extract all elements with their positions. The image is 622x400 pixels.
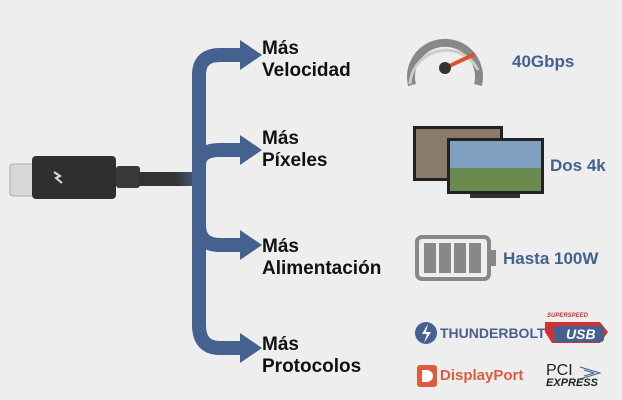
label-line2: Velocidad <box>262 60 351 81</box>
displayport-logo-icon <box>417 365 437 387</box>
usb-logo-icon <box>545 322 608 343</box>
thunderbolt-logo-icon <box>415 322 437 344</box>
label-line2: Alimentación <box>262 258 382 279</box>
pci-logo: PCI <box>546 362 573 379</box>
label-line1: Más <box>262 128 299 149</box>
arrow-heads <box>240 40 262 363</box>
label-line1: Más <box>262 38 299 59</box>
label-line1: Más <box>262 334 299 355</box>
pci-express-logo: EXPRESS <box>546 377 598 389</box>
speed-value: 40Gbps <box>512 52 575 71</box>
displayport-logo: DisplayPort <box>440 367 524 384</box>
label-line2: Píxeles <box>262 150 328 171</box>
battery-icon <box>415 235 496 281</box>
pci-express-arrows-icon <box>579 366 602 380</box>
usb-logo: USB <box>566 326 596 342</box>
power-value: Hasta 100W <box>503 249 599 268</box>
usb-superspeed-text: SUPERSPEED <box>547 313 589 319</box>
monitors-icon <box>413 126 544 198</box>
usb-c-cable-icon <box>9 156 200 199</box>
speedometer-icon <box>407 38 483 86</box>
thunderbolt-logo: THUNDERBOLT <box>440 325 546 341</box>
branch-lines <box>192 48 245 355</box>
pixels-value: Dos 4k <box>550 156 606 175</box>
label-line2: Protocolos <box>262 356 362 377</box>
label-line1: Más <box>262 236 299 257</box>
